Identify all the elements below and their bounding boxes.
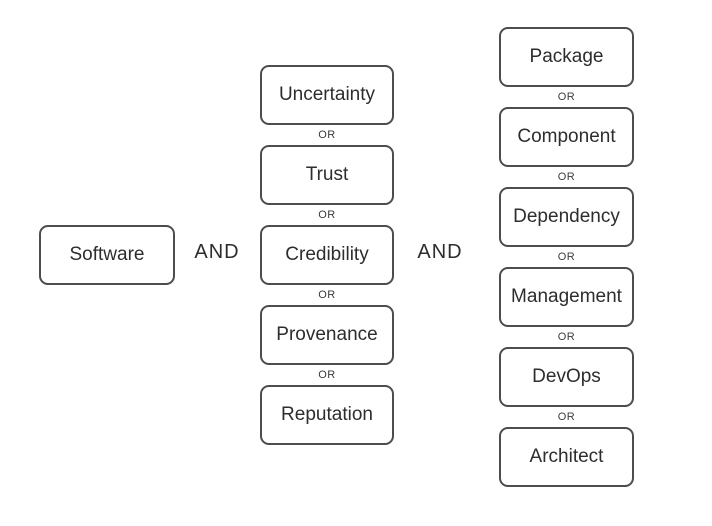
concept-or-column: Uncertainty OR Trust OR Credibility OR P… — [260, 65, 394, 445]
term-box-package: Package — [499, 27, 634, 87]
context-or-column: Package OR Component OR Dependency OR Ma… — [499, 27, 634, 487]
or-separator: OR — [318, 209, 336, 221]
or-separator: OR — [318, 129, 336, 141]
or-separator: OR — [318, 369, 336, 381]
or-separator: OR — [557, 411, 576, 423]
term-box-dependency: Dependency — [499, 187, 634, 247]
or-separator: OR — [557, 251, 576, 263]
term-box-uncertainty: Uncertainty — [260, 65, 394, 125]
or-separator: OR — [557, 171, 576, 183]
term-box-management: Management — [499, 267, 634, 327]
term-box-architect: Architect — [499, 427, 634, 487]
term-box-trust: Trust — [260, 145, 394, 205]
term-box-component: Component — [499, 107, 634, 167]
term-box-devops: DevOps — [499, 347, 634, 407]
or-separator: OR — [557, 331, 576, 343]
term-box-provenance: Provenance — [260, 305, 394, 365]
or-separator: OR — [557, 91, 576, 103]
term-box-reputation: Reputation — [260, 385, 394, 445]
or-separator: OR — [318, 289, 336, 301]
and-operator-2: AND — [417, 241, 463, 263]
term-box-software: Software — [39, 225, 175, 285]
term-box-credibility: Credibility — [260, 225, 394, 285]
and-operator-1: AND — [194, 241, 240, 263]
